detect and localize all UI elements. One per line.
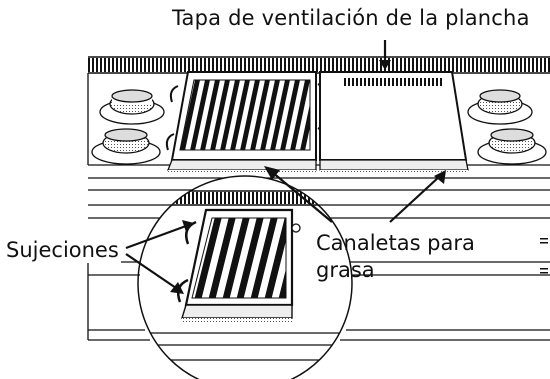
grease-channels-label-line2: grasa	[316, 258, 375, 282]
callout-arrows	[125, 40, 446, 294]
grease-channels-label-line1: Canaletas para	[316, 231, 475, 255]
magnifier-circle	[137, 175, 353, 379]
burner-icon	[467, 89, 533, 125]
grease-channels-label: Canaletas para grasa	[316, 230, 475, 284]
grate-icon	[165, 71, 325, 173]
knob-marks	[540, 238, 548, 274]
holders-label: Sujeciones	[6, 238, 121, 263]
cooktop-front-lines	[87, 261, 550, 341]
burner-icon	[99, 89, 165, 125]
vent-cover-label: Tapa de ventilación de la plancha	[172, 6, 530, 30]
burner-icon	[91, 128, 161, 165]
griddle-icon	[319, 71, 469, 173]
back-vent-strip	[88, 56, 550, 74]
burner-icon	[477, 128, 547, 165]
